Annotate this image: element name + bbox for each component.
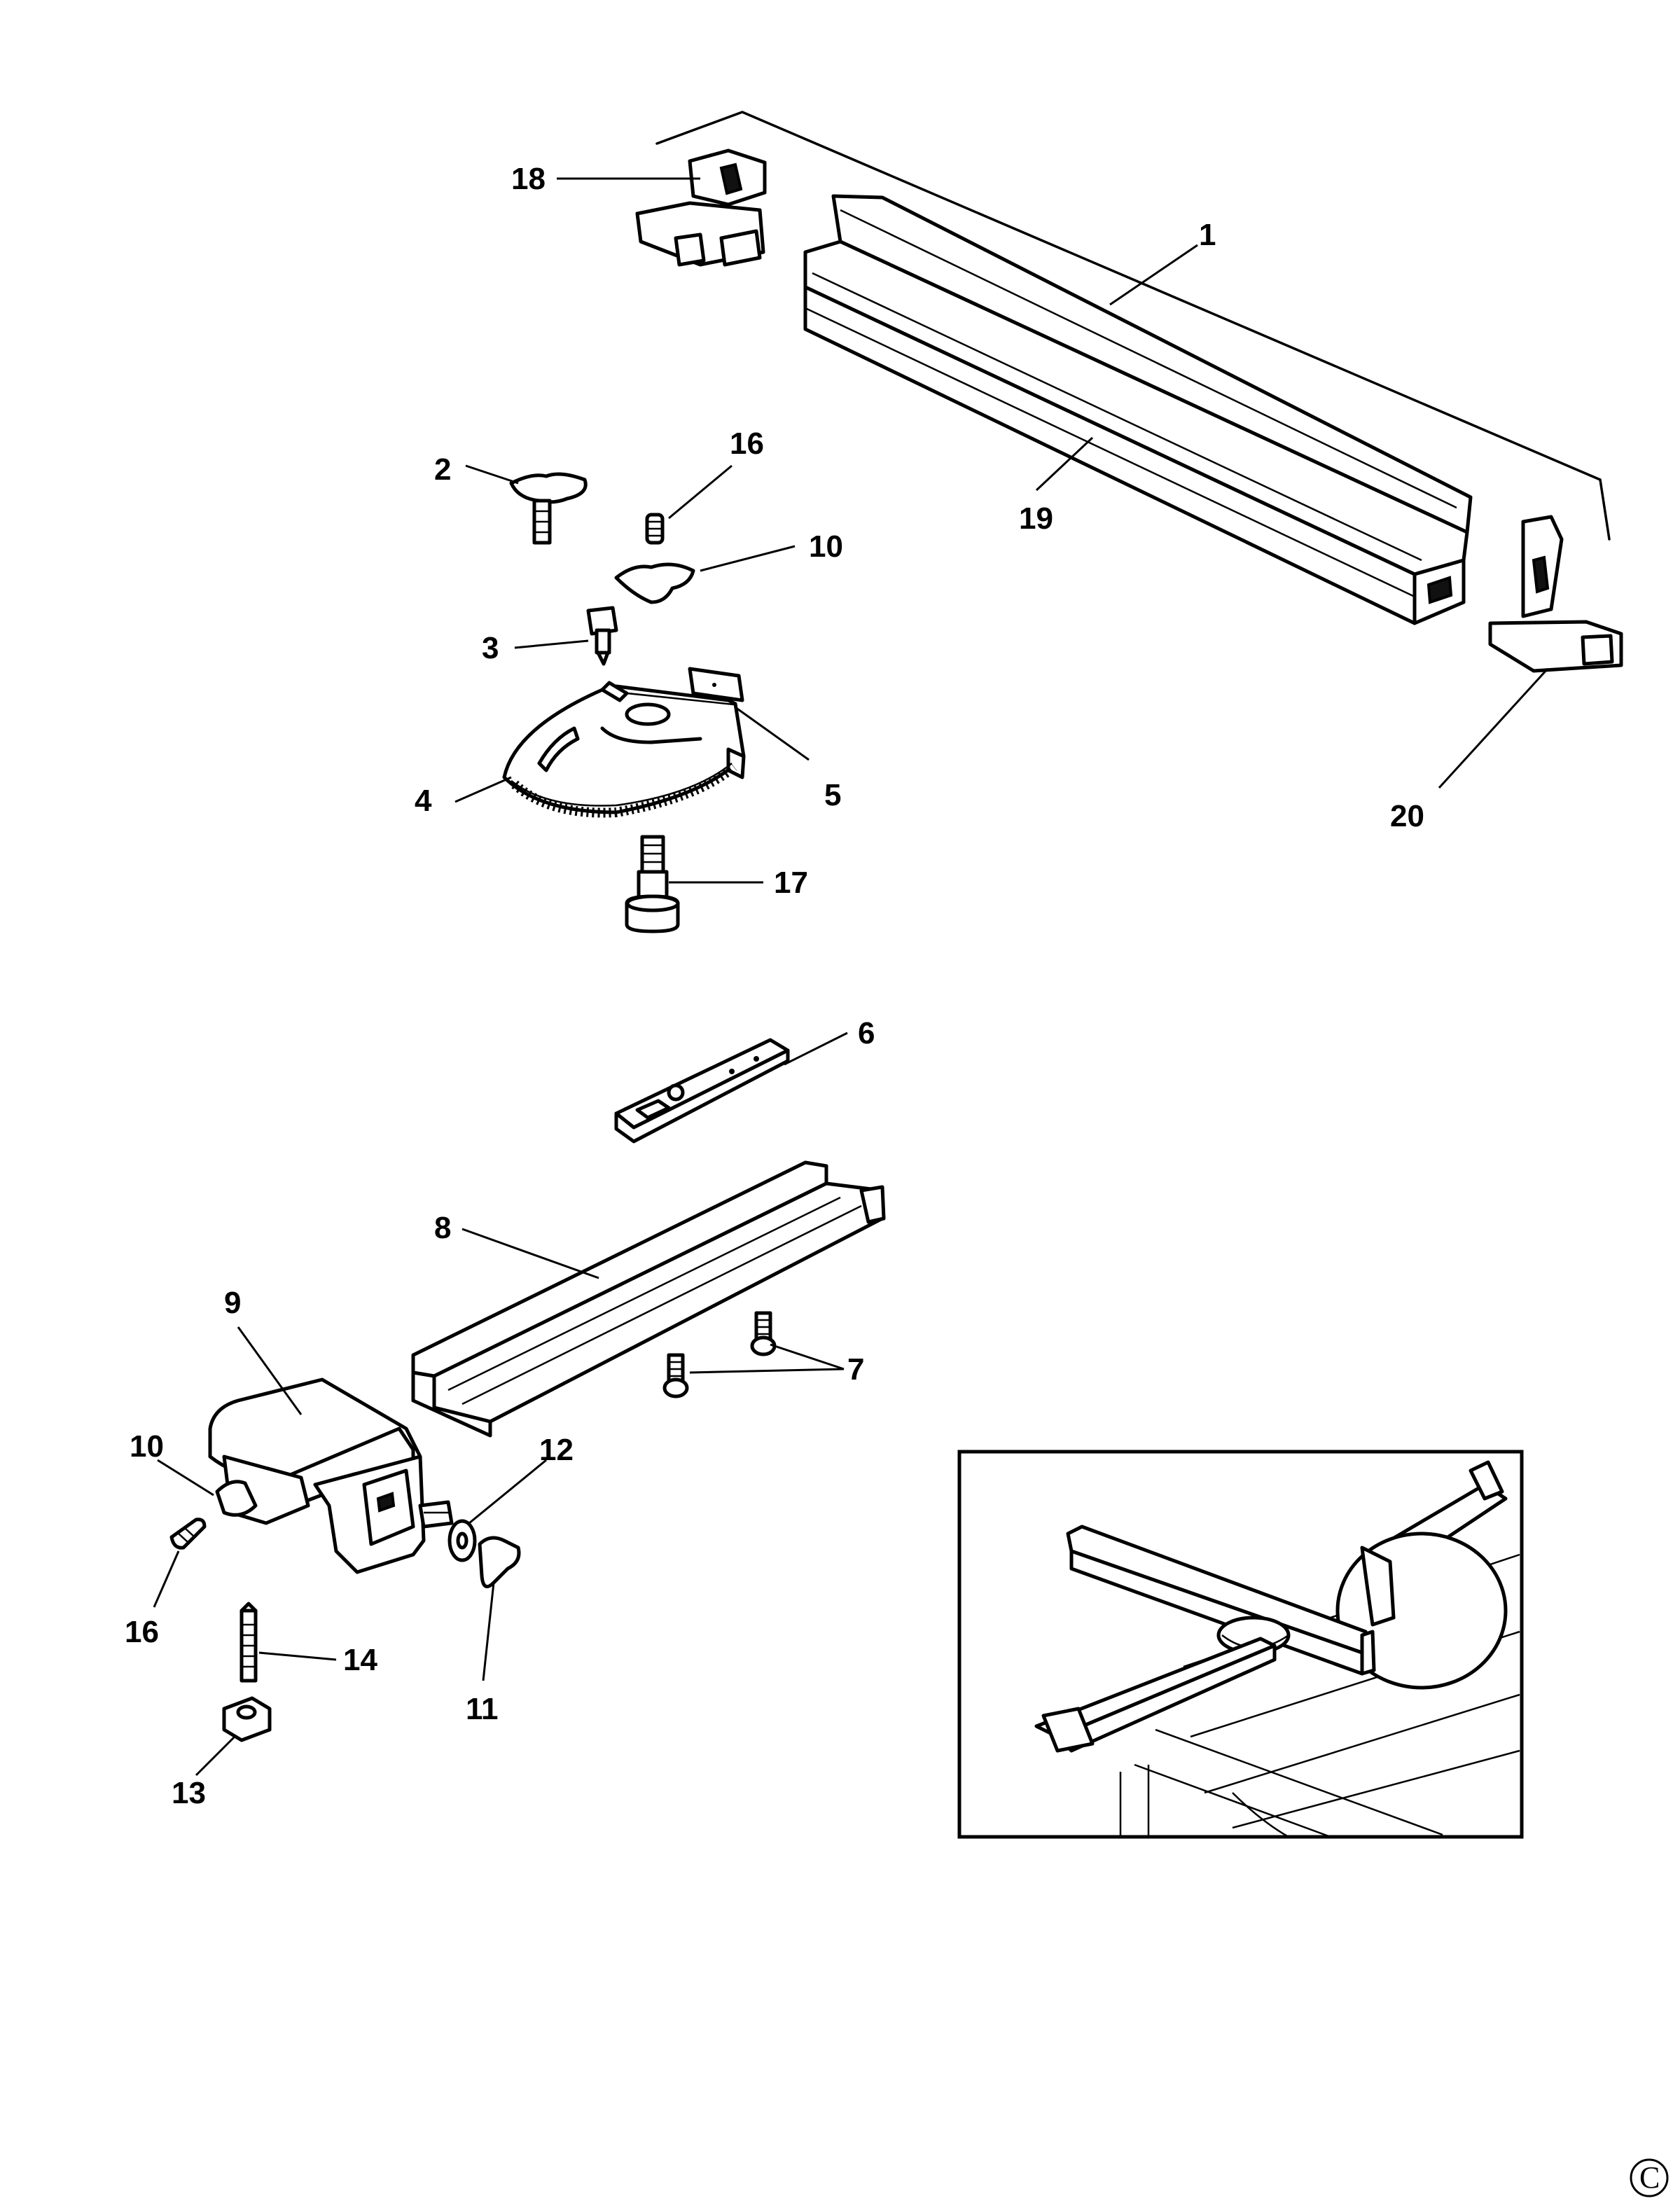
callout-17: 17 <box>774 866 808 900</box>
callout-4: 4 <box>415 784 432 818</box>
part-10-wing-knob-upper <box>614 562 695 604</box>
callout-11: 11 <box>466 1692 499 1726</box>
callout-1: 1 <box>1199 218 1216 252</box>
part-18-left-fence-end-cap <box>635 148 767 267</box>
callout-9: 9 <box>224 1286 241 1320</box>
part-7-screw-right <box>750 1311 777 1356</box>
part-7-screw-left <box>662 1353 689 1398</box>
part-9-slide-block <box>208 1377 454 1574</box>
part-12-washer <box>447 1519 477 1562</box>
part-2-wing-knob <box>509 472 588 545</box>
callout-16-lower: 16 <box>125 1615 159 1649</box>
callout-5: 5 <box>824 778 841 812</box>
part-20-right-fence-end-cap <box>1488 515 1623 673</box>
callout-7: 7 <box>847 1352 864 1387</box>
part-5-plate-clip <box>688 667 744 702</box>
svg-text:C: C <box>1639 2160 1660 2195</box>
callout-numbers: 18 1 19 2 16 10 3 4 5 17 20 6 8 7 9 10 1… <box>125 162 1424 1810</box>
part-4-miter-protractor-head <box>502 681 746 818</box>
part-16-set-screw-upper <box>645 513 665 545</box>
part-16-set-screw-lower <box>169 1518 207 1550</box>
callout-20: 20 <box>1390 799 1424 833</box>
part-14-stud <box>239 1602 258 1683</box>
callout-6: 6 <box>858 1016 875 1050</box>
callout-leader-lines <box>153 177 1549 1777</box>
callout-16-upper: 16 <box>730 426 764 461</box>
callout-10-upper: 10 <box>809 529 843 564</box>
part-13-nut <box>222 1696 272 1742</box>
part-3-pin <box>586 606 618 666</box>
part-17-pivot-bolt <box>625 835 680 933</box>
part-8-miter-gauge-bar <box>411 1160 886 1438</box>
callout-2: 2 <box>434 452 451 487</box>
assembly-inset-view <box>957 1450 1524 1839</box>
callout-8: 8 <box>434 1211 451 1245</box>
part-11-wing-nut <box>478 1536 521 1589</box>
callout-13: 13 <box>172 1776 206 1810</box>
callout-10-lower: 10 <box>130 1429 164 1464</box>
assembly-bracket-line <box>655 111 1611 541</box>
part-6-guide-plate <box>614 1038 790 1144</box>
callout-18: 18 <box>511 162 546 196</box>
part-1-rip-fence-extrusion <box>803 194 1473 625</box>
callout-14: 14 <box>343 1643 377 1677</box>
copyright-mark: C <box>1630 2158 1669 2197</box>
callout-19: 19 <box>1019 501 1053 536</box>
callout-3: 3 <box>482 631 499 665</box>
callout-12: 12 <box>539 1433 574 1467</box>
